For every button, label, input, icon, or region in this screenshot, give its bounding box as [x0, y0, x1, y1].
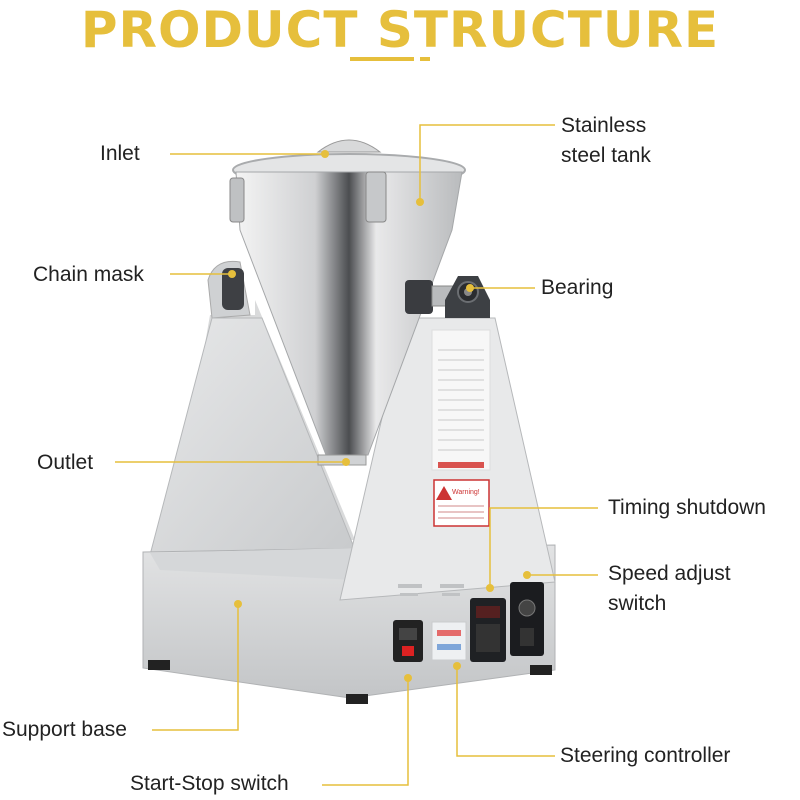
- title-underline: [350, 57, 414, 61]
- inlet-lid: [316, 139, 382, 153]
- stainless-steel-tank: [235, 171, 463, 456]
- steering-controller-body: [431, 621, 467, 661]
- warning-sticker: [433, 479, 490, 527]
- label-timing-shutdown: Timing shutdown: [608, 496, 766, 519]
- label-tank-line1: Stainless: [561, 114, 647, 137]
- title-underline-dot: [420, 57, 430, 61]
- bearing-shaft-left: [405, 280, 433, 314]
- chain-mask-bearing: [222, 268, 244, 310]
- label-tank-line2: steel tank: [561, 144, 651, 167]
- label-start-stop: Start-Stop switch: [130, 772, 289, 795]
- outlet-ring: [317, 454, 367, 466]
- leader-lines: [115, 124, 598, 786]
- start-stop-switch-body: [402, 646, 414, 656]
- label-speed-line1: Speed adjust: [608, 562, 731, 585]
- warning-text: Warning!: [452, 489, 480, 496]
- label-inlet: Inlet: [100, 142, 140, 165]
- label-steering-controller: Steering controller: [560, 744, 731, 767]
- leader-dots: [228, 150, 531, 682]
- page-title: PRODUCT STRUCTURE: [80, 1, 720, 59]
- label-chain-mask: Chain mask: [33, 263, 144, 286]
- label-outlet: Outlet: [37, 451, 94, 474]
- speed-adjust-panel: [510, 582, 544, 656]
- label-support-base: Support base: [2, 718, 127, 741]
- label-bearing: Bearing: [541, 276, 614, 299]
- label-speed-line2: switch: [608, 592, 667, 615]
